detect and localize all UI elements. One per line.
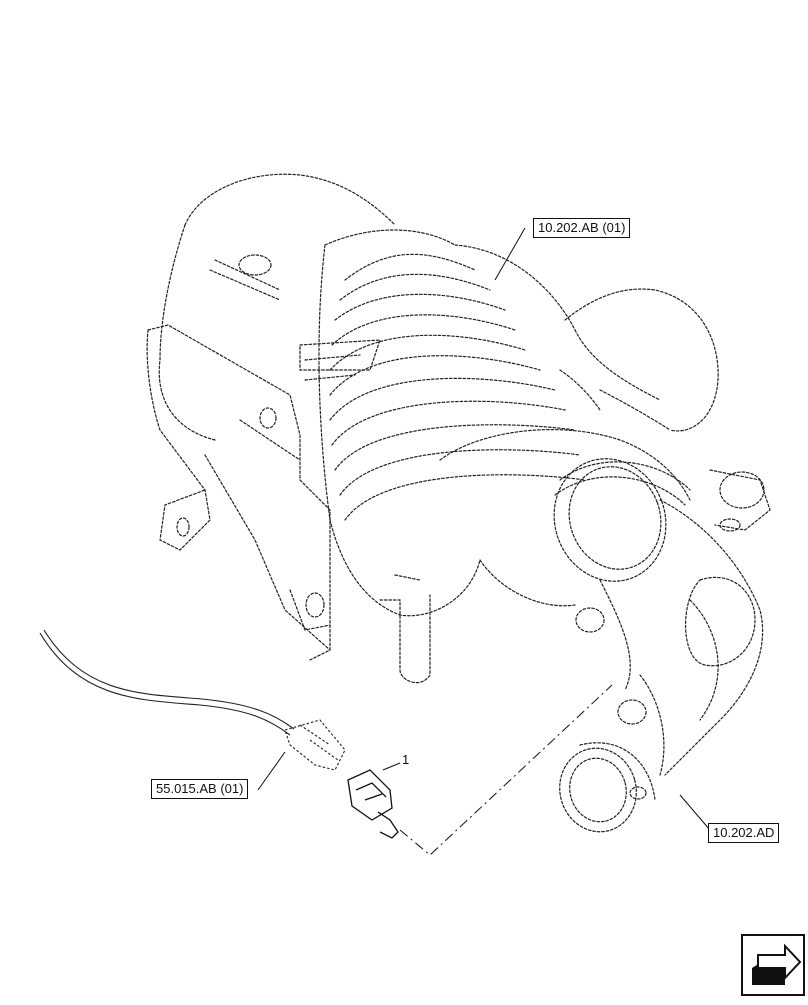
reference-label-air-cleaner[interactable]: 10.202.AB (01) xyxy=(533,218,631,238)
item-number-label: 1 xyxy=(402,752,410,767)
next-page-arrow-icon[interactable] xyxy=(741,934,805,996)
outlet-clamp xyxy=(553,458,771,582)
air-cleaner-housing xyxy=(146,173,396,661)
reference-label-harness[interactable]: 55.015.AB (01) xyxy=(151,779,249,799)
leader-lines xyxy=(257,227,711,831)
intake-elbow xyxy=(559,499,764,833)
sensor-part xyxy=(347,769,399,839)
wiring-harness xyxy=(39,629,346,771)
reference-label-intake-hose[interactable]: 10.202.AD xyxy=(708,823,780,843)
air-cleaner-cap xyxy=(439,244,719,607)
connection-line xyxy=(399,684,613,856)
lower-bracket xyxy=(379,574,605,684)
air-cleaner-ribs xyxy=(299,229,586,617)
